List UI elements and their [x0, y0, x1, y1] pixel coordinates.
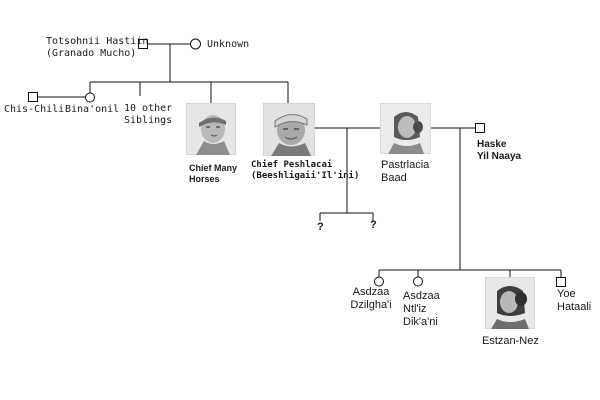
female-symbol-unknown [190, 38, 201, 50]
yoe-hataali-line1: Yoe [557, 288, 576, 300]
siblings-label: 10 other Siblings [124, 103, 172, 127]
asdzaa-dzilgha-line2: Dzilgha'i [350, 299, 392, 311]
siblings-line1: 10 other [124, 103, 173, 114]
totsohnii-line2: (Granado Mucho) [46, 48, 137, 59]
pastrlacia-line1: Pastrlacia [381, 159, 430, 171]
chis-chili-name: Chis-Chili [4, 104, 65, 115]
many-horses-line2: Horses [189, 174, 220, 184]
female-symbol-bina-onil [85, 92, 95, 103]
totsohnii-name: Totsohnii Hastiin (Granado Mucho) [46, 36, 148, 60]
asdzaa-ntliz-line3: Dik'a'ni [403, 316, 438, 328]
yoe-hataali-line2: Hataali [557, 301, 592, 313]
asdzaa-ntliz-line2: Ntl'iz [403, 303, 427, 315]
female-symbol-asdzaa-dzilgha [374, 276, 384, 287]
estzan-nez-name: Estzan-Nez [482, 335, 539, 347]
yoe-hataali-name: Yoe Hataali [557, 288, 591, 314]
asdzaa-ntliz-name: Asdzaa Ntl'iz Dik'a'ni [403, 290, 440, 329]
pastrlacia-name: Pastrlacia Baad [381, 159, 429, 185]
peshlacai-line2: (Beeshligaii'Il'ini) [251, 171, 360, 181]
male-symbol-yoe-hataali [556, 277, 566, 287]
asdzaa-dzilgha-name: Asdzaa Dzilgha'i [346, 286, 396, 312]
portrait-peshlacai-icon [263, 103, 315, 156]
bina-onil-name: Bina'onil [65, 104, 120, 115]
portrait-many-horses-icon [186, 103, 236, 155]
male-symbol-chis-chili [28, 92, 38, 102]
haske-line2: Yil Naaya [477, 151, 522, 162]
asdzaa-dzilgha-line1: Asdzaa [352, 286, 390, 298]
peshlacai-line1: Chief Peshlacai [251, 160, 333, 170]
portrait-estzan-nez-icon [485, 277, 535, 329]
many-horses-name: Chief Many Horses [189, 163, 237, 185]
totsohnii-line1: Totsohnii Hastiin [46, 36, 149, 47]
asdzaa-ntliz-line1: Asdzaa [403, 290, 440, 302]
peshlacai-name: Chief Peshlacai (Beeshligaii'Il'ini) [251, 160, 359, 182]
pastrlacia-line2: Baad [381, 172, 407, 184]
unknown-name: Unknown [207, 39, 250, 50]
portrait-pastrlacia-icon [380, 103, 431, 154]
haske-name: Haske Yil Naaya [477, 139, 521, 163]
male-symbol-totsohnii [138, 39, 148, 49]
siblings-line2: Siblings [124, 115, 173, 126]
haske-line1: Haske [477, 139, 507, 150]
female-symbol-asdzaa-ntliz [413, 276, 423, 287]
unknown-child-2: ? [370, 219, 377, 231]
male-symbol-haske [475, 123, 485, 133]
unknown-child-1: ? [317, 221, 324, 233]
many-horses-line1: Chief Many [189, 163, 238, 173]
